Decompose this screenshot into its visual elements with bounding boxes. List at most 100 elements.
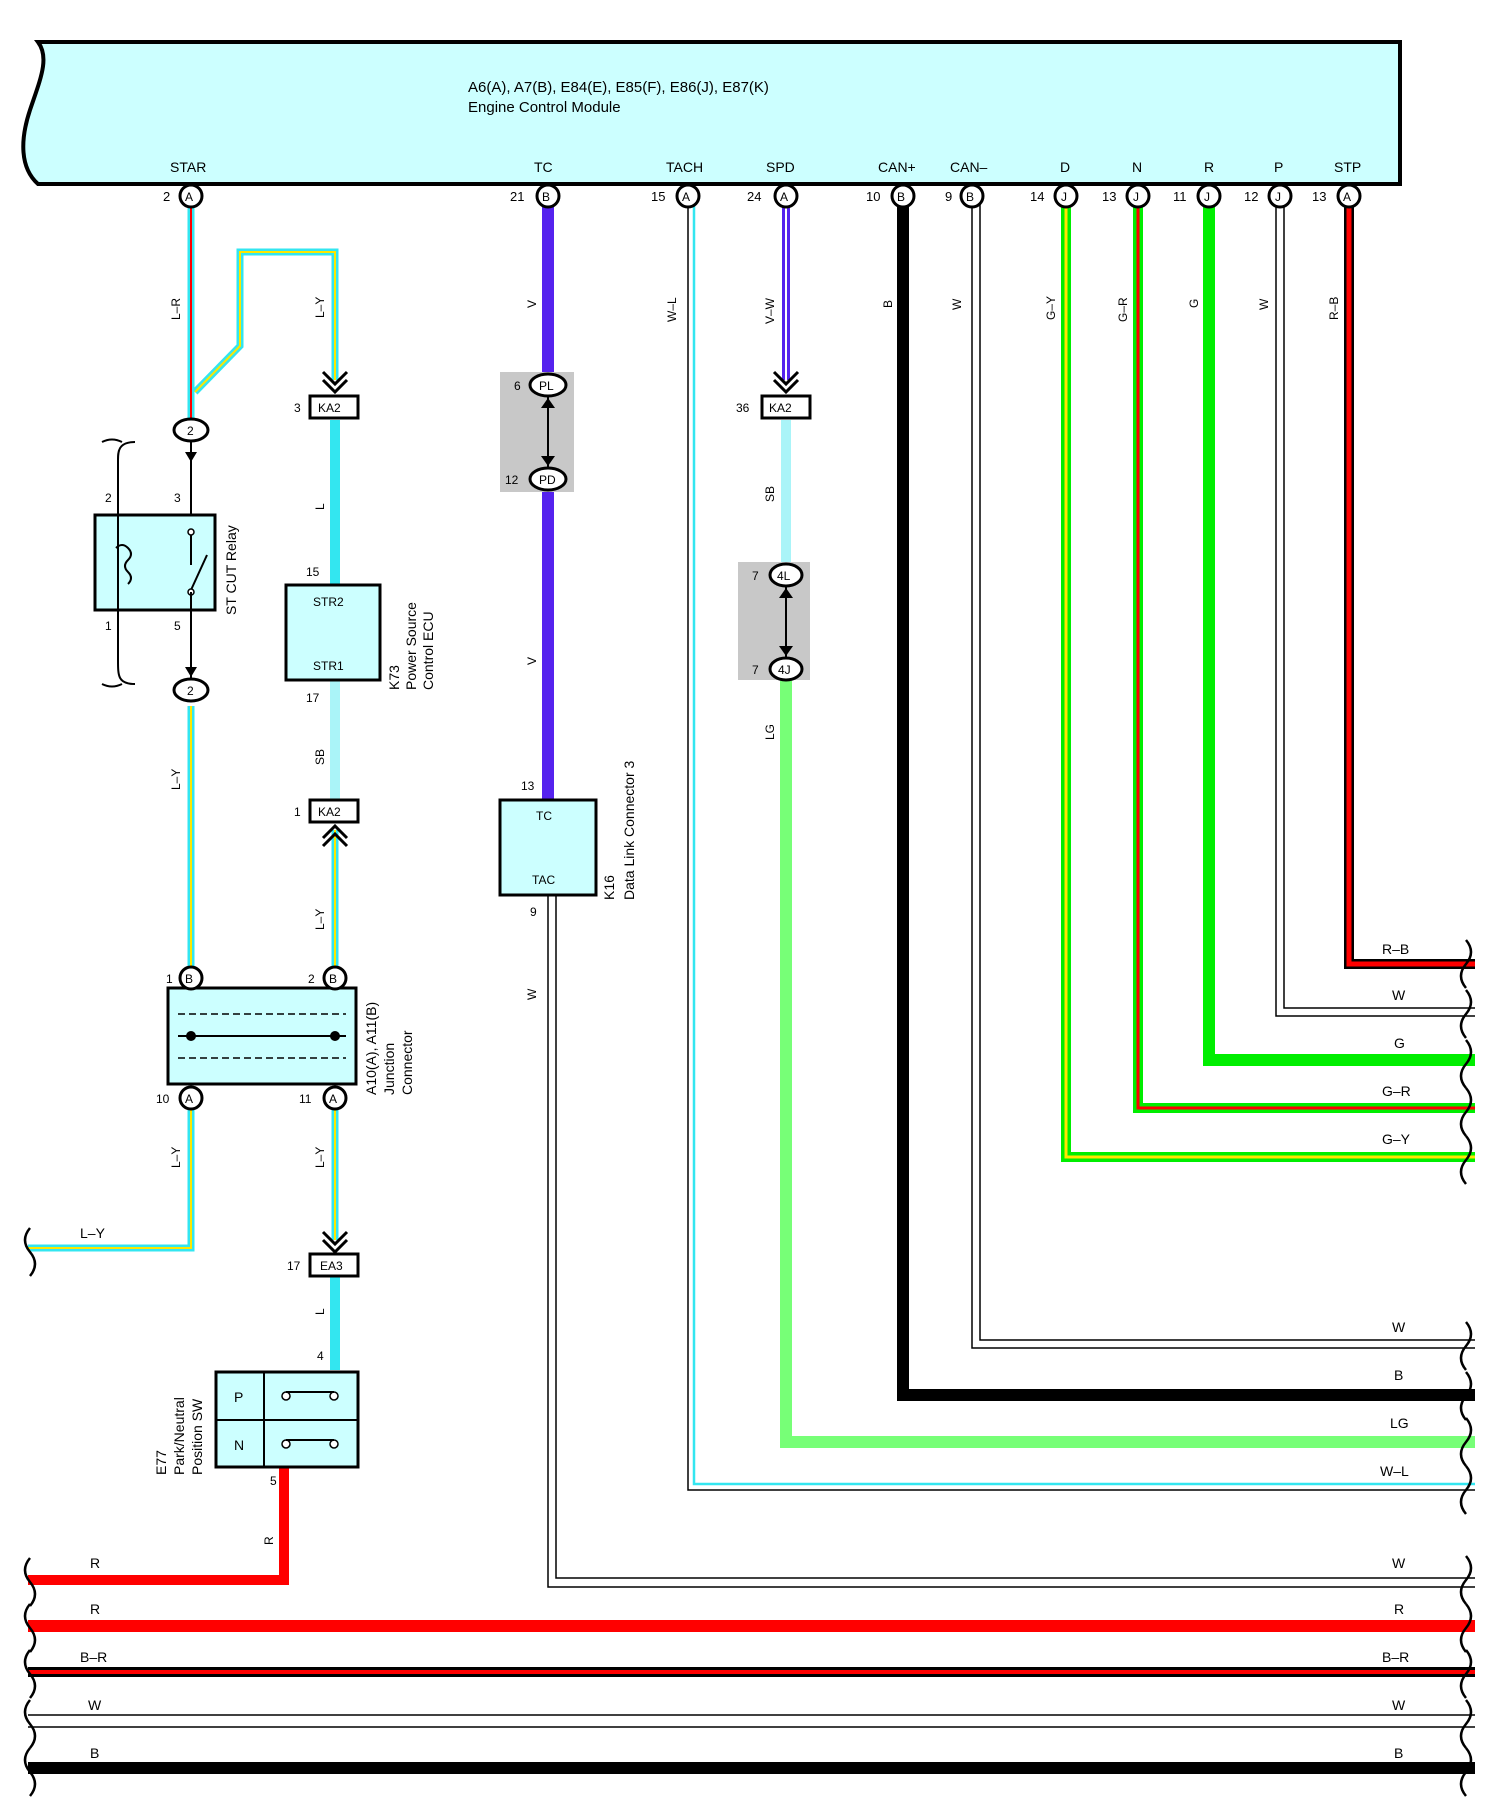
pin-tach-conn: A <box>682 190 690 204</box>
label-ly-ka2: L–Y <box>313 909 327 930</box>
pin-spd-num: 24 <box>747 189 761 204</box>
label-lg: LG <box>763 724 777 740</box>
jc-p1-conn: B <box>185 972 193 986</box>
terminal-canp: CAN+ <box>878 159 916 175</box>
ecu-name2: Control ECU <box>420 611 436 690</box>
dlc-pin-bot: 9 <box>530 905 537 919</box>
pl-name: PL <box>539 379 554 393</box>
label-ly-relay: L–Y <box>169 769 183 790</box>
label-ly-jc-left: L–Y <box>169 1147 183 1168</box>
label-star: L–R <box>169 298 183 320</box>
pin-canm-num: 9 <box>945 189 952 204</box>
right-label-lg: LG <box>1390 1415 1409 1431</box>
c4j-name: 4J <box>778 663 791 677</box>
pin-tc-num: 21 <box>510 189 524 204</box>
label-tc: V <box>525 300 539 308</box>
terminal-tc: TC <box>534 159 553 175</box>
pin-n: J13 <box>1102 183 1151 209</box>
label-canm: W <box>950 298 964 310</box>
ea3-pin: 17 <box>287 1259 301 1273</box>
ka2-lower-pin: 1 <box>294 805 301 819</box>
wire-p-w-inner <box>1283 196 1475 1009</box>
bus-right-br: B–R <box>1382 1649 1409 1665</box>
relay-pin-bl: 1 <box>105 619 112 633</box>
pin-r: J11 <box>1173 183 1222 209</box>
right-label-wl: W–L <box>1380 1463 1409 1479</box>
wire-spd-lg <box>780 670 1475 1448</box>
wire-tac-w <box>547 895 1475 1588</box>
pn-pin-top: 4 <box>317 1349 324 1363</box>
right-label-b: B <box>1394 1367 1403 1383</box>
pin-d-conn: J <box>1061 190 1067 204</box>
label-r: G <box>1187 299 1201 308</box>
wire-ly-left-out <box>28 1110 195 1252</box>
ka2-lower-name: KA2 <box>318 805 341 819</box>
dlc-tac: TAC <box>532 873 555 887</box>
ecu-pin-bot: 17 <box>306 691 320 705</box>
ecm-terminals: STAR TC TACH SPD CAN+ CAN– D N R P STP <box>170 159 1361 175</box>
pn-pin-bot: 5 <box>270 1474 277 1488</box>
wire-stp-rb <box>1344 196 1475 969</box>
label-ea3-l: L <box>313 1308 327 1315</box>
label-n: G–R <box>1116 297 1130 322</box>
pn-n: N <box>234 1437 244 1453</box>
right-label-gr: G–R <box>1382 1083 1411 1099</box>
power-source-ecu: STR2 STR1 15 17 K73 Power Source Control… <box>284 565 436 705</box>
jc-name: Junction <box>381 1043 397 1095</box>
terminal-spd: SPD <box>766 159 795 175</box>
c4j-pin: 7 <box>752 663 759 677</box>
ka2-lower: KA2 1 <box>294 798 360 848</box>
terminal-tach: TACH <box>666 159 703 175</box>
pin-canm: B9 <box>945 183 985 209</box>
label-spd-sb: SB <box>763 486 777 502</box>
jc-p2: 2 <box>308 972 315 986</box>
bus-left-r2: R <box>90 1601 100 1617</box>
ka2-spd: KA2 36 <box>736 370 812 420</box>
bus-right-r2: R <box>1394 1601 1404 1617</box>
relay-pin-tr: 3 <box>174 491 181 505</box>
label-tc-v2: V <box>525 657 539 665</box>
wire-tach-wl <box>687 196 1475 1491</box>
terminal-n: N <box>1132 159 1142 175</box>
label-stp: R–B <box>1327 297 1341 320</box>
wire-color-labels: L–R L–Y V W–L V–W B W G–Y G–R G W R–B L … <box>169 296 1341 1545</box>
pin-tach: A 15 <box>651 183 701 209</box>
label-ly-jc-right: L–Y <box>313 1147 327 1168</box>
pin-spd: A24 <box>747 183 799 209</box>
jc-name2: Connector <box>399 1030 415 1095</box>
pin-stp-num: 13 <box>1312 189 1326 204</box>
pin-d: J14 <box>1030 183 1079 209</box>
dlc-name: Data Link Connector 3 <box>621 760 637 900</box>
right-label-g: G <box>1394 1035 1405 1051</box>
ecm-name: Engine Control Module <box>468 99 621 116</box>
ecu-name: Power Source <box>403 602 419 690</box>
pin-tach-num: 15 <box>651 189 665 204</box>
bus-left-b: B <box>90 1745 99 1761</box>
label-d: G–Y <box>1044 296 1058 320</box>
label-sb: SB <box>313 749 327 765</box>
pin-p-conn: J <box>1275 190 1281 204</box>
wire-n-gr-stripe <box>1136 196 1475 1110</box>
label-pn-r: R <box>262 1536 276 1545</box>
park-neutral-switch: P N 4 5 E77 Park/Neutral Position SW <box>153 1349 360 1488</box>
ka2-upper-name: KA2 <box>318 401 341 415</box>
label-p: W <box>1257 298 1271 310</box>
terminal-p: P <box>1274 159 1283 175</box>
pin-star-conn: A <box>185 190 193 204</box>
pn-p: P <box>234 1389 243 1405</box>
ecu-str2: STR2 <box>313 595 344 609</box>
ka2-upper-pin: 3 <box>294 401 301 415</box>
c4l-name: 4L <box>777 569 791 583</box>
right-label-w-can: W <box>1392 1319 1406 1335</box>
label-spd: V–W <box>763 297 777 324</box>
pin-canp-num: 10 <box>866 189 880 204</box>
wire-ly-branch-stripe <box>194 251 336 393</box>
ka2-upper: KA2 3 <box>294 370 360 420</box>
ea3-connector: EA3 17 <box>287 1230 360 1278</box>
label-ly-branch: L–Y <box>313 297 327 318</box>
relay-conn-bot: 2 <box>187 684 194 698</box>
bus-left-w: W <box>88 1697 102 1713</box>
pd-pin: 12 <box>505 473 519 487</box>
bus-right-b: B <box>1394 1745 1403 1761</box>
